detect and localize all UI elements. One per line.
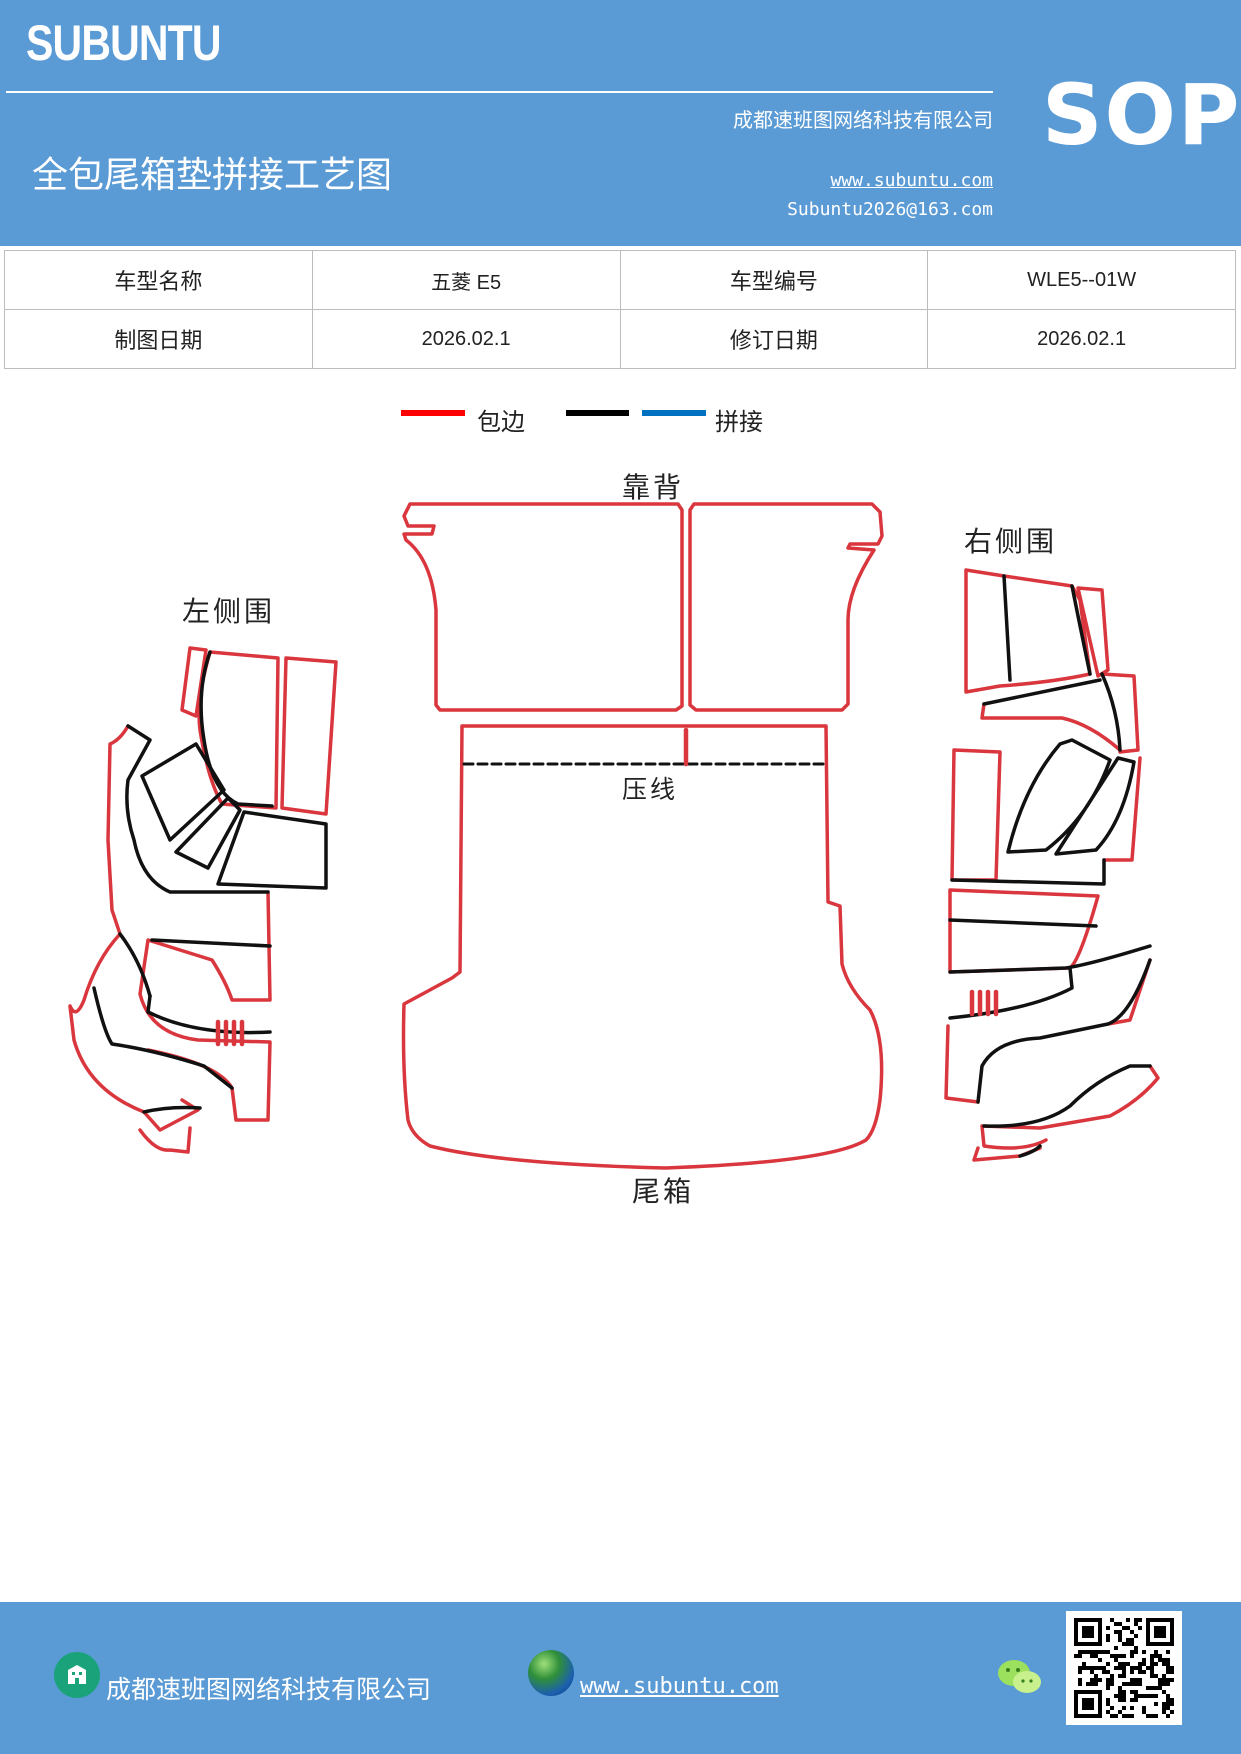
right-seam-block (948, 858, 1152, 1020)
footer-banner: 成都速班图网络科技有限公司 www.subuntu.com (0, 1602, 1241, 1754)
right-seam-top (1002, 574, 1092, 682)
model-name-label: 车型名称 (4, 250, 313, 310)
model-code-value: WLE5--01W (927, 250, 1236, 310)
right-side-strip (1076, 586, 1110, 678)
legend-swatch-edge (401, 410, 465, 416)
right-seam-lower (976, 958, 1152, 1158)
left-seam-window-a (140, 742, 226, 842)
left-seam-lower-c (142, 1105, 202, 1114)
trunk-floor-panel (401, 724, 884, 1170)
right-seam-diag (1006, 738, 1136, 856)
left-splice-marks (215, 1019, 245, 1047)
header-banner: SUBUNTU 成都速班图网络科技有限公司 全包尾箱垫拼接工艺图 www.sub… (0, 0, 1241, 246)
table-row: 制图日期 2026.02.1 修订日期 2026.02.1 (4, 309, 1236, 369)
table-row: 车型名称 五菱 E5 车型编号 WLE5--01W (4, 250, 1236, 310)
right-seam-mid (982, 672, 1122, 752)
sop-badge: SOP (1042, 66, 1241, 164)
right-side-mid-outer (980, 672, 1142, 862)
qr-code-image (1066, 1611, 1182, 1725)
left-seam-window-b (174, 796, 242, 870)
revise-date-value: 2026.02.1 (927, 309, 1236, 369)
left-side-label: 左侧围 (182, 595, 276, 628)
vehicle-info-table: 车型名称 五菱 E5 车型编号 WLE5--01W 制图日期 2026.02.1… (4, 250, 1236, 369)
header-url-link[interactable]: www.subuntu.com (830, 170, 993, 191)
left-side-strip (280, 656, 338, 816)
right-side-block (948, 748, 1100, 974)
left-seam-upper (125, 724, 270, 894)
left-side-upper-panel (197, 650, 280, 810)
trunk-mat-diagram: 靠背 左侧围 右侧围 压线 尾箱 (0, 440, 1241, 1244)
mat-pieces-drawing (68, 502, 1160, 1170)
header-email: Subuntu2026@163.com (787, 199, 993, 220)
left-side-lower-block (138, 890, 272, 1122)
legend-label-splice: 拼接 (715, 408, 763, 436)
legend-swatch-splice (642, 410, 706, 416)
left-seam-lower-b (146, 938, 272, 1035)
right-side-label: 右侧围 (964, 525, 1058, 558)
footer-company: 成都速班图网络科技有限公司 (106, 1675, 432, 1704)
legend-label-edge: 包边 (477, 408, 525, 436)
revise-date-label: 修订日期 (619, 309, 929, 369)
trunk-label: 尾箱 (632, 1175, 695, 1208)
globe-icon (528, 1650, 574, 1696)
building-icon (54, 1652, 100, 1698)
header-company: 成都速班图网络科技有限公司 (733, 108, 993, 132)
left-side-outer (68, 646, 208, 1154)
model-name-value: 五菱 E5 (311, 250, 621, 310)
legend: 包边 拼接 (0, 400, 1241, 440)
backrest-label: 靠背 (622, 471, 685, 504)
left-seam-window-c (216, 810, 328, 890)
legend-swatch-seam (566, 410, 629, 416)
left-seam-lower-a (92, 932, 234, 1090)
crease-label: 压线 (622, 775, 679, 804)
header-divider (6, 91, 993, 93)
right-splice-marks (969, 989, 999, 1017)
draw-date-value: 2026.02.1 (311, 309, 621, 369)
left-seam-arc (199, 650, 274, 808)
backrest-right-panel (688, 502, 884, 712)
wechat-icon[interactable] (996, 1656, 1044, 1698)
right-side-lower (944, 958, 1160, 1162)
model-code-label: 车型编号 (619, 250, 929, 310)
footer-url-link[interactable]: www.subuntu.com (580, 1674, 779, 1699)
draw-date-label: 制图日期 (4, 309, 313, 369)
document-title: 全包尾箱垫拼接工艺图 (32, 155, 393, 196)
backrest-left-panel (402, 502, 684, 712)
brand-logo: SUBUNTU (26, 15, 222, 71)
